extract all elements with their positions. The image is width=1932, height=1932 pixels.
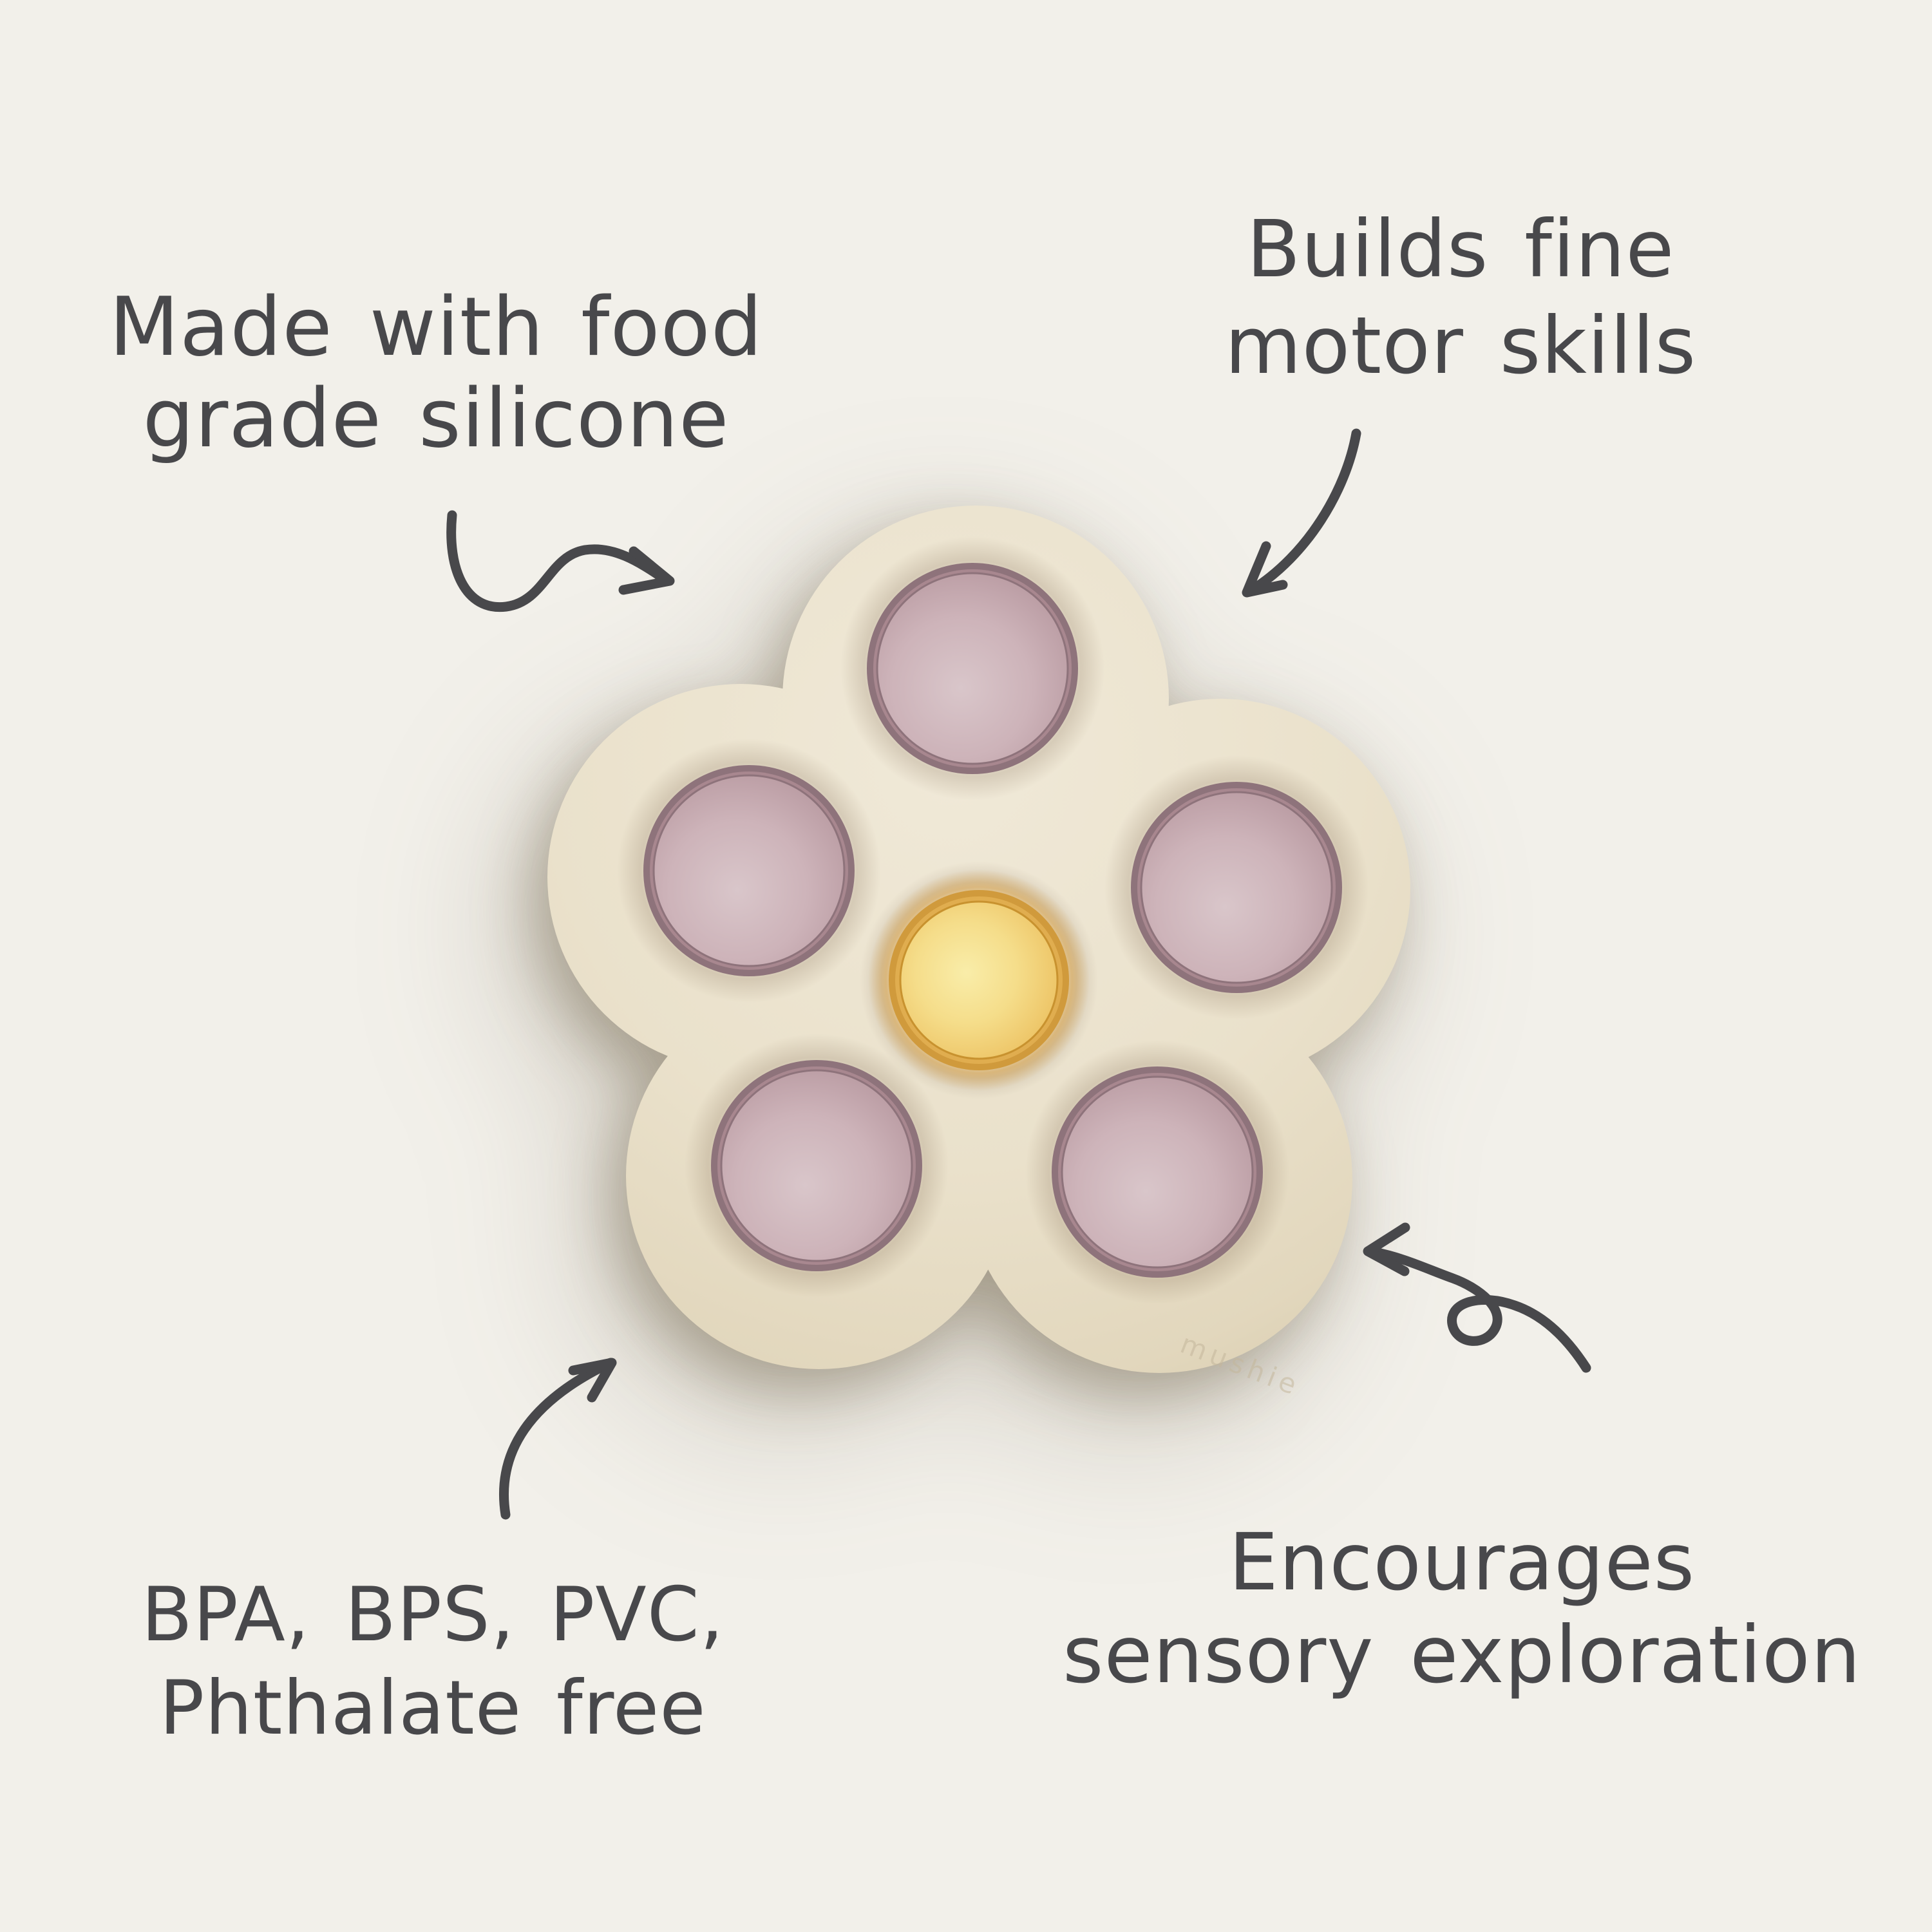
pop-bubble-right (1104, 755, 1368, 1019)
annotation-top-left: Made with food grade silicone (33, 281, 838, 464)
annotation-line: sensory exploration (1063, 1609, 1861, 1701)
arrow-shaft (1369, 1247, 1591, 1373)
annotation-top-right: Builds fine motor skills (1139, 201, 1783, 394)
arrow-top-right (1242, 428, 1361, 598)
bubble-dome (652, 774, 846, 967)
arrow-bottom-right-loop (1363, 1222, 1591, 1373)
annotation-line: Builds fine (1246, 204, 1675, 295)
bubble-dome (1061, 1075, 1254, 1269)
annotation-bottom-left: BPA, BPS, PVC, Phthalate free (30, 1568, 835, 1755)
arrowhead (1242, 541, 1288, 598)
pop-bubble-bottom-right (1025, 1040, 1289, 1304)
annotation-arrows (446, 428, 1591, 1520)
pop-bubble-bottom-left (685, 1034, 949, 1298)
bubble-dome (899, 900, 1059, 1060)
arrow-shaft (1247, 428, 1361, 595)
annotation-line: Made with food (109, 279, 763, 374)
arrowhead (568, 1358, 617, 1403)
annotation-line: motor skills (1224, 300, 1697, 392)
arrowhead (1363, 1222, 1410, 1276)
bubble-dome (1140, 791, 1333, 984)
annotation-line: BPA, BPS, PVC, (141, 1571, 724, 1658)
annotation-line: grade silicone (142, 371, 730, 466)
pop-bubble-left (617, 739, 881, 1003)
pop-bubble-center (860, 861, 1098, 1099)
annotation-line: Phthalate free (159, 1665, 706, 1752)
arrow-bottom-left (498, 1358, 617, 1520)
arrow-shaft (498, 1358, 616, 1520)
pop-bubble-top (840, 536, 1104, 800)
annotation-bottom-right: Encourages sensory exploration (1050, 1516, 1874, 1701)
annotation-line: Encourages (1228, 1517, 1696, 1608)
bubble-dome (876, 572, 1069, 765)
arrow-shaft (446, 510, 668, 612)
arrow-top-left (446, 510, 675, 612)
bubble-dome (720, 1069, 913, 1262)
arrowhead (618, 546, 675, 595)
flower-press-toy: mushie (547, 506, 1410, 1402)
